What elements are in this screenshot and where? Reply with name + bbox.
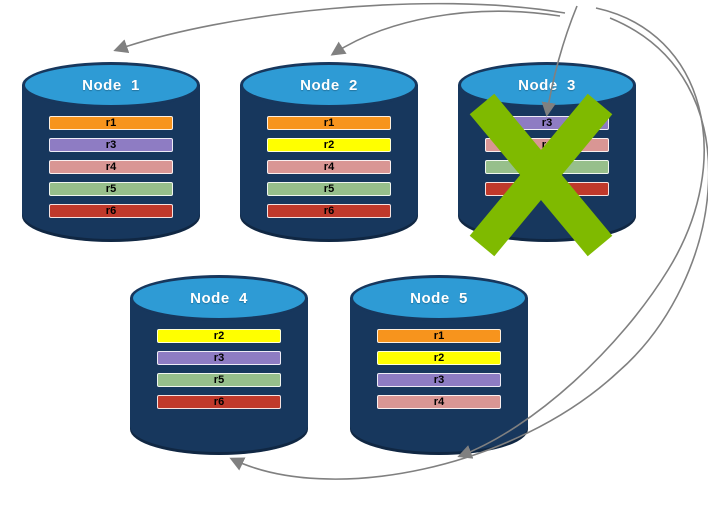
node-1-cylinder-top: Node 1: [22, 62, 200, 108]
replica-bar-r6: r6: [157, 395, 281, 409]
rebalance-arrow-to-node-2: [330, 10, 561, 56]
replica-bar-r4: r4: [377, 395, 501, 409]
replica-bar-r1: r1: [49, 116, 173, 130]
replica-bar-r5: r5: [49, 182, 173, 196]
replica-list: r1 r2 r3 r4: [377, 329, 501, 409]
replica-bar-r2: r2: [267, 138, 391, 152]
node-3-title: Node 3: [518, 76, 576, 94]
node-4-cylinder-top: Node 4: [130, 275, 308, 321]
node-3-cylinder-top: Node 3: [458, 62, 636, 108]
replica-list: r1 r2 r4 r5 r6: [267, 116, 391, 218]
replica-bar-r1: r1: [377, 329, 501, 343]
replica-bar-r5: r5: [485, 160, 609, 174]
node-2: Node 2 r1 r2 r4 r5 r6: [240, 62, 418, 242]
node-1: Node 1 r1 r3 r4 r5 r6: [22, 62, 200, 242]
replica-bar-r1: r1: [267, 116, 391, 130]
replica-bar-r2: r2: [157, 329, 281, 343]
replica-bar-r3: r3: [49, 138, 173, 152]
node-4-title: Node 4: [190, 289, 248, 307]
node-2-cylinder-top: Node 2: [240, 62, 418, 108]
replica-bar-r3: r3: [157, 351, 281, 365]
replica-bar-r3: r3: [485, 116, 609, 130]
node-2-title: Node 2: [300, 76, 358, 94]
replica-bar-r2: r2: [377, 351, 501, 365]
replica-list: r1 r3 r4 r5 r6: [49, 116, 173, 218]
node-4: Node 4 r2 r3 r5 r6: [130, 275, 308, 455]
replica-list: r2 r3 r5 r6: [157, 329, 281, 409]
replica-bar-r5: r5: [267, 182, 391, 196]
replica-list: r3 r4 r5 r6: [485, 116, 609, 196]
replica-bar-r5: r5: [157, 373, 281, 387]
replica-bar-r4: r4: [485, 138, 609, 152]
replica-bar-r3: r3: [377, 373, 501, 387]
node-5: Node 5 r1 r2 r3 r4: [350, 275, 528, 455]
node-1-title: Node 1: [82, 76, 140, 94]
node-5-title: Node 5: [410, 289, 468, 307]
replica-bar-r6: r6: [49, 204, 173, 218]
replica-bar-r6: r6: [267, 204, 391, 218]
node-5-cylinder-top: Node 5: [350, 275, 528, 321]
replica-bar-r4: r4: [267, 160, 391, 174]
rebalance-arrow-to-node-1: [113, 2, 566, 54]
replica-bar-r6: r6: [485, 182, 609, 196]
node-3: Node 3 r3 r4 r5 r6: [458, 62, 636, 242]
replica-bar-r4: r4: [49, 160, 173, 174]
